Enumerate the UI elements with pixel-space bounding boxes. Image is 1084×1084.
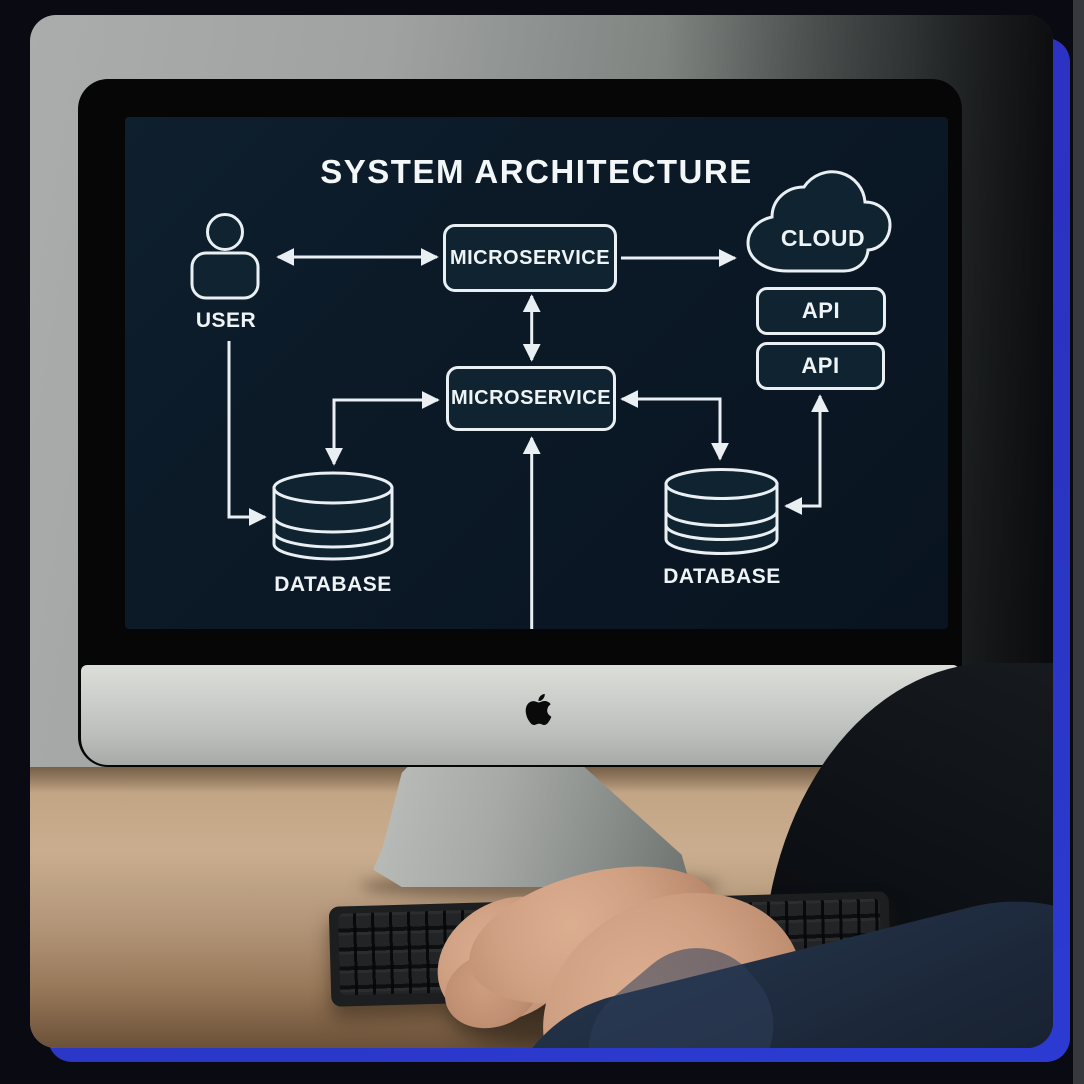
- arrow-api-database-right: [784, 394, 829, 515]
- cloud-shape: [746, 170, 892, 273]
- database-left-cylinder: [272, 471, 394, 561]
- imac-chin: [81, 665, 959, 765]
- arrow-microservice-database-right: [620, 390, 729, 461]
- screen: SYSTEM ARCHITECTURE MICROSERVICE MICROSE…: [125, 117, 948, 629]
- imac-monitor: SYSTEM ARCHITECTURE MICROSERVICE MICROSE…: [78, 79, 962, 767]
- label-database-right: DATABASE: [663, 565, 781, 588]
- label-cloud: CLOUD: [780, 225, 866, 251]
- node-microservice-top: MICROSERVICE: [443, 224, 617, 292]
- label-user: USER: [195, 309, 257, 332]
- node-microservice-bottom: MICROSERVICE: [446, 366, 616, 431]
- arrow-user-database-left: [227, 341, 267, 526]
- arrow-microservice-database-left: [325, 391, 440, 466]
- node-api-bottom: API: [756, 342, 885, 390]
- node-api-top: API: [756, 287, 886, 335]
- diagram-title: SYSTEM ARCHITECTURE: [320, 153, 753, 190]
- user-icon: [190, 213, 260, 300]
- diagram-connectors: [190, 170, 892, 629]
- label-database-left: DATABASE: [274, 573, 392, 596]
- database-right-cylinder: [664, 468, 779, 555]
- right-edge-band: [1073, 0, 1084, 1084]
- photo: SYSTEM ARCHITECTURE MICROSERVICE MICROSE…: [30, 15, 1053, 1048]
- apple-logo-icon: [525, 693, 552, 726]
